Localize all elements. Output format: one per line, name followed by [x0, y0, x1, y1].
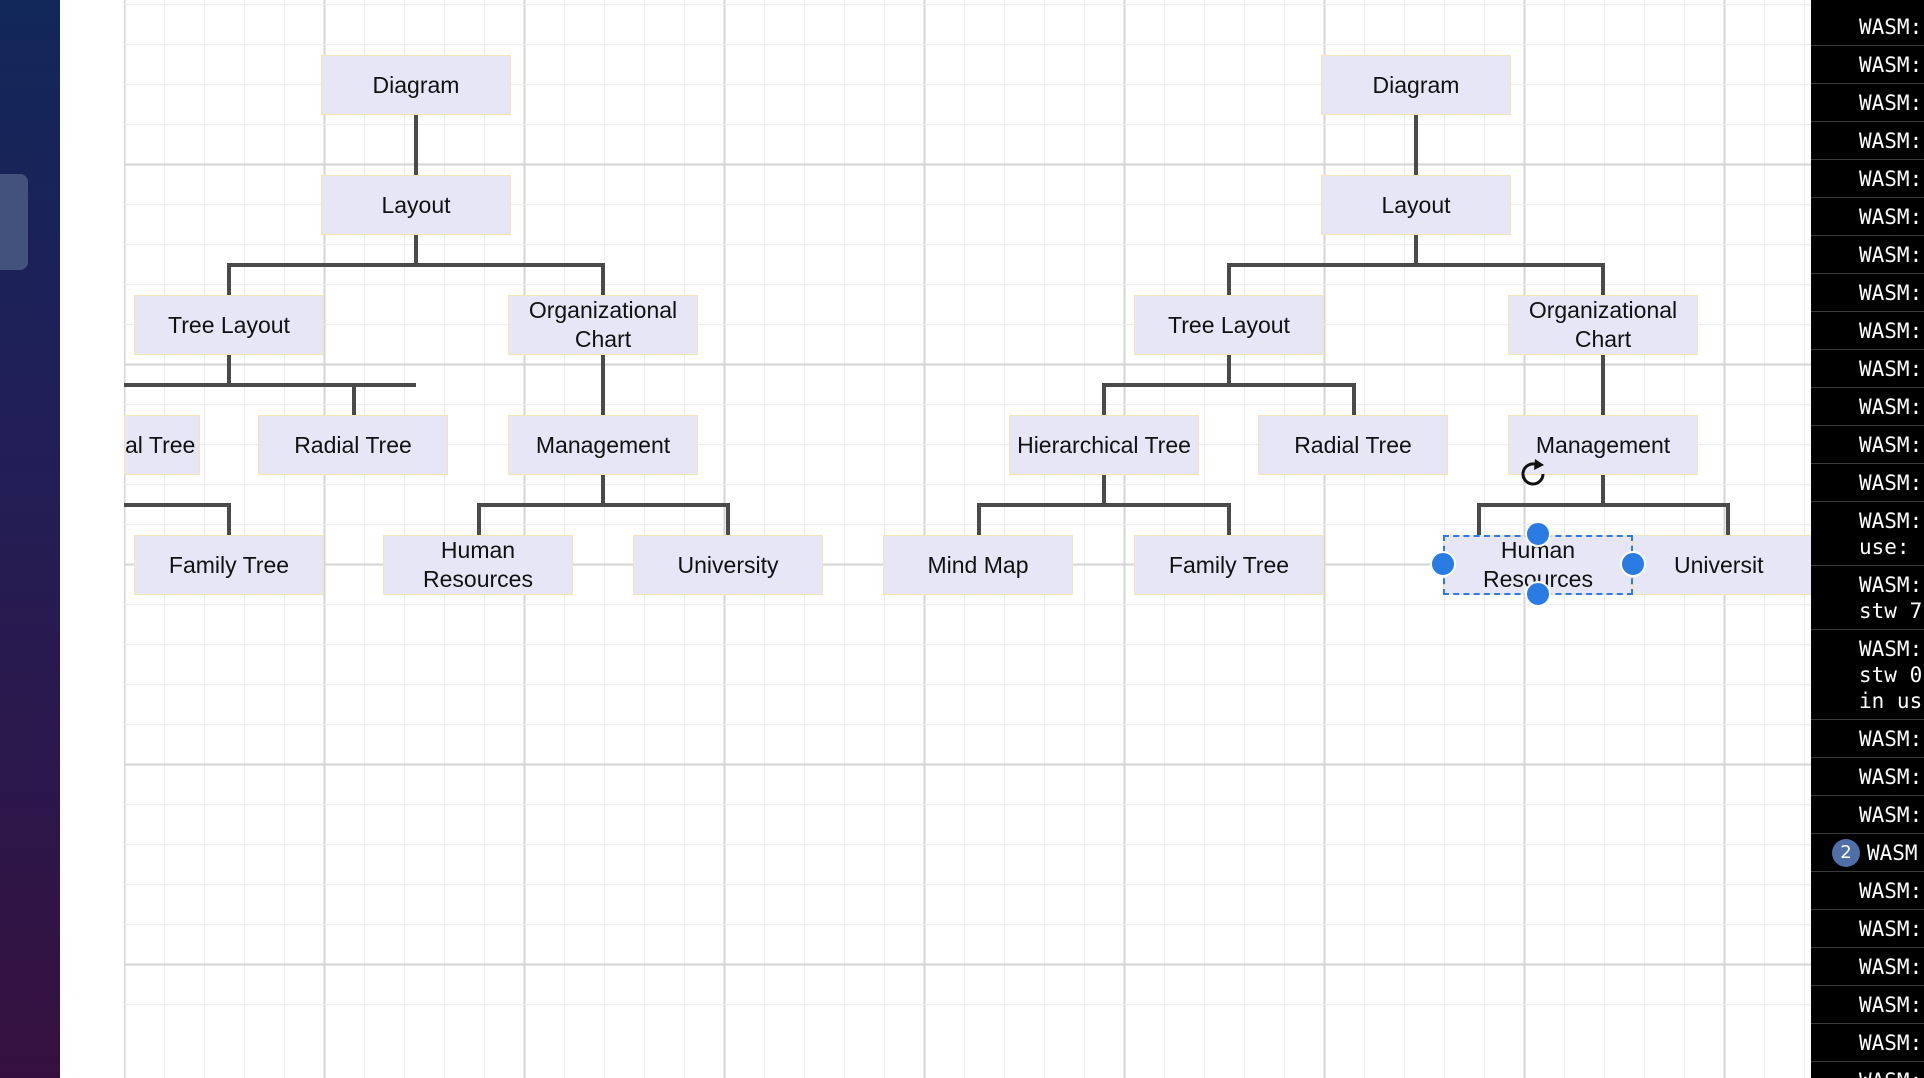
console-log-row: WASM: [1811, 274, 1924, 312]
console-log-row: WASM: [1811, 464, 1924, 502]
console-log-row: WASM: use: [1811, 502, 1924, 566]
connector [477, 503, 730, 507]
console-log-row: WASM: [1811, 910, 1924, 948]
node-organizational-chart[interactable]: Organizational Chart [1508, 295, 1698, 355]
connector [227, 503, 231, 535]
resize-handle-top[interactable] [1525, 521, 1551, 547]
node-tree-layout[interactable]: Tree Layout [1134, 295, 1324, 355]
console-log-row: WASM: [1811, 720, 1924, 758]
resize-handle-right[interactable] [1620, 551, 1646, 577]
node-tree-layout[interactable]: Tree Layout [134, 295, 324, 355]
console-log-row: WASM: [1811, 986, 1924, 1024]
resize-handle-bottom[interactable] [1525, 581, 1551, 607]
connector [1601, 355, 1605, 415]
sidebar-collapse-tab[interactable] [0, 174, 28, 270]
connector [1477, 503, 1481, 535]
connector [1352, 383, 1356, 415]
node-radial-tree[interactable]: Radial Tree [258, 415, 448, 475]
connector [977, 503, 1231, 507]
connector [124, 503, 231, 507]
console-log-row: WASM: stw 0 in us [1811, 630, 1924, 720]
connector [1227, 355, 1231, 385]
node-radial-tree[interactable]: Radial Tree [1258, 415, 1448, 475]
console-log-row: WASM: [1811, 948, 1924, 986]
console-log-row: WASM: stw 7 [1811, 566, 1924, 630]
connector [1102, 383, 1356, 387]
connector [1102, 383, 1106, 415]
console-log-row: WASM: [1811, 46, 1924, 84]
console-log-row: WASM: [1811, 426, 1924, 464]
connector [977, 503, 981, 535]
node-hierarchical-tree[interactable]: Hierarchical Tree [1009, 415, 1199, 475]
node-mind-map[interactable]: Mind Map [883, 535, 1073, 595]
connector [1601, 475, 1605, 505]
node-human-resources[interactable]: Human Resources [383, 535, 573, 595]
node-hierarchical-tree[interactable]: al Tree [124, 415, 200, 475]
console-log-row: WASM: [1811, 160, 1924, 198]
console-log-row: WASM: [1811, 236, 1924, 274]
connector [414, 235, 418, 265]
rotate-icon[interactable] [1516, 456, 1552, 492]
connector [1227, 263, 1605, 267]
console-log-row: 2 WASM [1811, 834, 1924, 872]
console-log-text: WASM [1867, 841, 1918, 865]
console-log-row: WASM: [1811, 312, 1924, 350]
node-family-tree[interactable]: Family Tree [134, 535, 324, 595]
connector [227, 263, 605, 267]
console-log-row: WASM: [1811, 122, 1924, 160]
connector [1227, 503, 1231, 535]
console-log-row: WASM: [1811, 1062, 1924, 1078]
console-log-row: WASM: [1811, 8, 1924, 46]
node-management[interactable]: Management [508, 415, 698, 475]
connector [1726, 503, 1730, 535]
connector [1227, 263, 1231, 295]
node-layout[interactable]: Layout [321, 175, 511, 235]
console-log-row: WASM: [1811, 1024, 1924, 1062]
connector [1601, 263, 1605, 295]
connector [477, 503, 481, 535]
node-diagram[interactable]: Diagram [1321, 55, 1511, 115]
left-sidebar-panel [0, 0, 60, 1078]
resize-handle-left[interactable] [1430, 551, 1456, 577]
node-organizational-chart[interactable]: Organizational Chart [508, 295, 698, 355]
console-log-row: WASM: [1811, 350, 1924, 388]
console-log-row: WASM: [1811, 872, 1924, 910]
console-log-row: WASM: [1811, 198, 1924, 236]
node-family-tree[interactable]: Family Tree [1134, 535, 1324, 595]
connector [227, 355, 231, 385]
diagram-canvas[interactable]: Diagram Layout Tree Layout Organizationa… [60, 0, 1811, 1078]
node-diagram[interactable]: Diagram [321, 55, 511, 115]
connector [1102, 475, 1106, 505]
connector [352, 383, 356, 415]
node-university[interactable]: Universit [1633, 535, 1811, 595]
connector [1414, 115, 1418, 177]
connector [227, 263, 231, 295]
connector [1477, 503, 1730, 507]
connector [601, 263, 605, 295]
console-log-row: WASM: [1811, 796, 1924, 834]
connector [124, 383, 416, 387]
console-log-row: WASM: [1811, 758, 1924, 796]
connector [601, 355, 605, 415]
connector [1414, 235, 1418, 265]
connector [414, 115, 418, 177]
console-log-row: WASM: [1811, 388, 1924, 426]
connector [601, 475, 605, 505]
node-layout[interactable]: Layout [1321, 175, 1511, 235]
node-university[interactable]: University [633, 535, 823, 595]
console-log-row: WASM: [1811, 84, 1924, 122]
repeat-count-badge: 2 [1832, 839, 1860, 867]
connector [726, 503, 730, 535]
node-management[interactable]: Management [1508, 415, 1698, 475]
console-log-panel[interactable]: WASM:WASM:WASM:WASM:WASM:WASM:WASM:WASM:… [1811, 0, 1924, 1078]
